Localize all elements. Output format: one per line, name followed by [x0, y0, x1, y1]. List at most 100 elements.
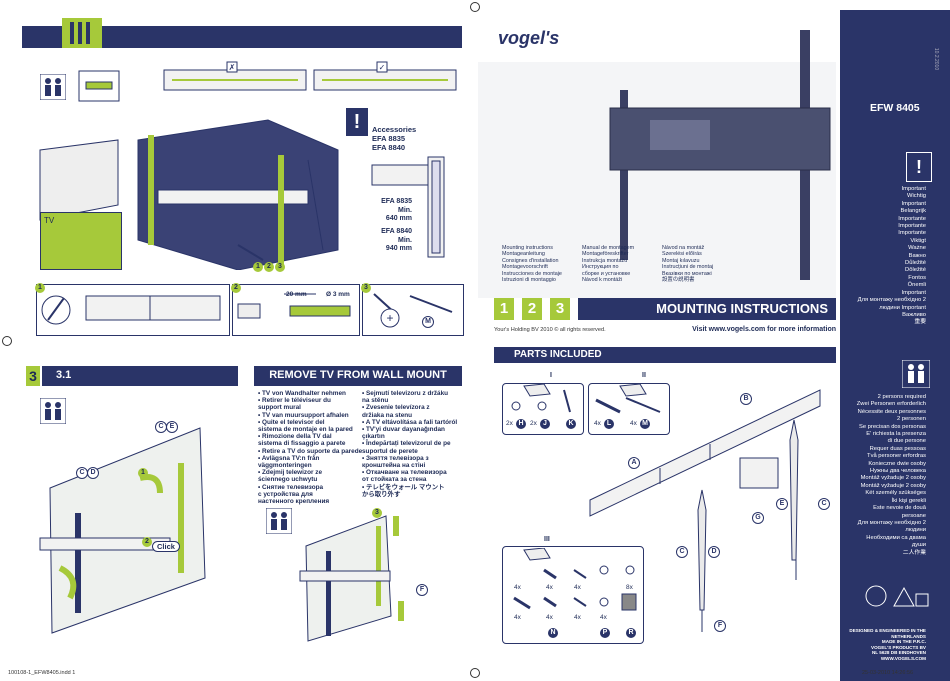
persons-lang: Zwei Personen erforderlich — [856, 401, 926, 408]
remove-translation: sistema di fissaggio a parete — [258, 440, 346, 448]
important-lang: Dôležité — [905, 267, 926, 274]
kit-i-parts — [511, 384, 571, 413]
level-icon — [78, 70, 120, 102]
lang-title: Montageföreskrifter — [582, 251, 629, 258]
remove-translation: • Zdejmij telewizor ze — [258, 469, 323, 477]
important-lang: Belangrijk — [900, 208, 926, 215]
registration-mark — [470, 668, 480, 678]
ref-badge-3: 3 — [275, 262, 285, 272]
lang-title: Вказівки по монтажі — [662, 270, 712, 277]
kit-iii-label: III — [544, 536, 550, 543]
part-badge-c: C — [818, 498, 830, 510]
part-badge-b: B — [740, 393, 752, 405]
important-lang: Importante — [898, 223, 926, 230]
important-lang: Important — [901, 200, 927, 207]
important-lang: Önemli — [907, 282, 926, 289]
two-persons-icon — [266, 508, 292, 534]
lang-title: Instrucțiuni de montaj — [662, 264, 714, 271]
substep-1: 1 — [138, 468, 148, 478]
kit-iii-count: 4x — [600, 614, 607, 621]
remove-translation: • TV'yi duvar dayanağından — [362, 426, 445, 434]
persons-lang: persoane — [901, 512, 926, 519]
kit-ii-count: 4x — [594, 420, 601, 427]
part-badge-p: P — [600, 628, 610, 638]
registration-mark — [470, 2, 480, 12]
main-parts-illustration — [589, 389, 821, 632]
part-badge-h: H — [516, 419, 526, 429]
footer-left: 100108-1_EFW8405.indd 1 — [8, 670, 76, 676]
persons-lang: Két személy szükséges — [865, 490, 926, 497]
remove-translation: • TV van muursupport afhalen — [258, 411, 349, 419]
important-lang: Wichtig — [906, 193, 926, 200]
persons-lang: E' richiesta la presenza — [866, 431, 926, 438]
persons-lang: Requer duas pessoas — [869, 445, 926, 452]
kit-i-box — [502, 383, 584, 435]
registration-mark — [2, 336, 12, 346]
important-icon: ! — [906, 152, 932, 182]
remove-translation: držiaka na stenu — [362, 411, 413, 419]
tv-mount-illustration — [39, 119, 339, 270]
persons-lang: Montáž vyžaduje 2 osoby — [860, 482, 926, 489]
persons-lang: Нужны два человека — [869, 468, 926, 475]
kit-iii-count: 4x — [546, 614, 553, 621]
remove-translation: • A TV eltávolítása a fali tartóról — [362, 418, 458, 426]
step-1-panel — [36, 284, 230, 336]
persons-lang: di due persone — [887, 438, 926, 445]
lang-title: Montageanleitung — [502, 251, 545, 258]
remove-translation: • Retirer le téléviseur du — [258, 397, 331, 405]
remove-translation: • Откачване на телевизора — [362, 469, 447, 477]
title-step-1: 1 — [494, 298, 514, 320]
persons-lang: Montáž vyžaduje 2 osoby — [860, 475, 926, 482]
remove-translation: кронштейна на стіні — [362, 462, 426, 470]
persons-lang: Nécessite deux personnes — [857, 408, 926, 415]
remove-translation: • Зняття телевізора з — [362, 454, 429, 462]
kit-ii-parts — [595, 384, 661, 414]
tv-lift-illustration — [299, 515, 404, 642]
step-2-panel — [232, 284, 360, 336]
remove-translation: support mural — [258, 404, 301, 412]
lang-title: Mounting instructions — [502, 245, 553, 251]
remove-translation: suportul de perete — [362, 447, 418, 455]
tv-removal-illustration — [39, 427, 206, 634]
remove-translation: • Zvesenie televízora z — [362, 404, 430, 412]
made-in-line: MADE IN THE P.R.C. — [881, 639, 926, 645]
lang-title: Montagevoorschrift — [502, 264, 548, 271]
remove-translation: • Quite el televisor del — [258, 418, 325, 426]
accessory-item: EFA 8840 — [372, 143, 406, 152]
screwdriver-illustration: + — [373, 293, 453, 328]
title-step-2: 2 — [522, 298, 542, 320]
made-in-line: DESIGNED & ENGINEERED IN THE NETHERLANDS — [849, 628, 926, 639]
important-lang: Ważne — [908, 245, 926, 252]
important-lang: Importante — [898, 215, 926, 222]
efa-8840-label: EFA 8840 — [381, 228, 412, 235]
remove-translation: • TV von Wandhalter nehmen — [258, 390, 346, 397]
two-persons-icon — [40, 398, 66, 424]
kit-iii-count: 8x — [626, 584, 633, 591]
lang-title: Szerelési előírás — [662, 251, 702, 258]
important-lang: Fontos — [908, 274, 926, 281]
parts-band — [494, 347, 836, 363]
drill-illustration — [237, 293, 351, 319]
part-badge-a: A — [628, 457, 640, 469]
remove-translation: sistema de montaje en la pared — [258, 426, 353, 434]
product-photo — [609, 30, 831, 280]
lang-title: 設置の説明書 — [662, 277, 695, 284]
product-date: 10.2.2010 — [933, 47, 940, 71]
part-badge-n: N — [548, 628, 558, 638]
part-badge-e: E — [166, 421, 178, 433]
part-badge-l: L — [604, 419, 614, 429]
copyright: Your's Holding BV 2010 © all rights rese… — [494, 327, 606, 333]
step-3-panel — [362, 284, 464, 336]
ref-badge-1: 1 — [253, 262, 263, 272]
left-header-band — [22, 26, 462, 48]
remove-translation: • Avlägsna TV:n från — [258, 454, 320, 462]
kit-iii-parts — [513, 548, 637, 611]
kit-iii-count: 4x — [546, 584, 553, 591]
lang-title: Návod na montáž — [662, 245, 705, 251]
persons-lang: Для монтажу необхідно 2 — [857, 519, 926, 526]
lang-title: Consignes d'installation — [502, 257, 559, 264]
lang-title: Instrucciones de montaje — [502, 270, 562, 277]
warning-icon: ! — [346, 108, 368, 136]
website-link[interactable]: Visit www.vogels.com for more informatio… — [692, 326, 836, 333]
remove-translation: • Rimozione della TV dal — [258, 433, 332, 441]
